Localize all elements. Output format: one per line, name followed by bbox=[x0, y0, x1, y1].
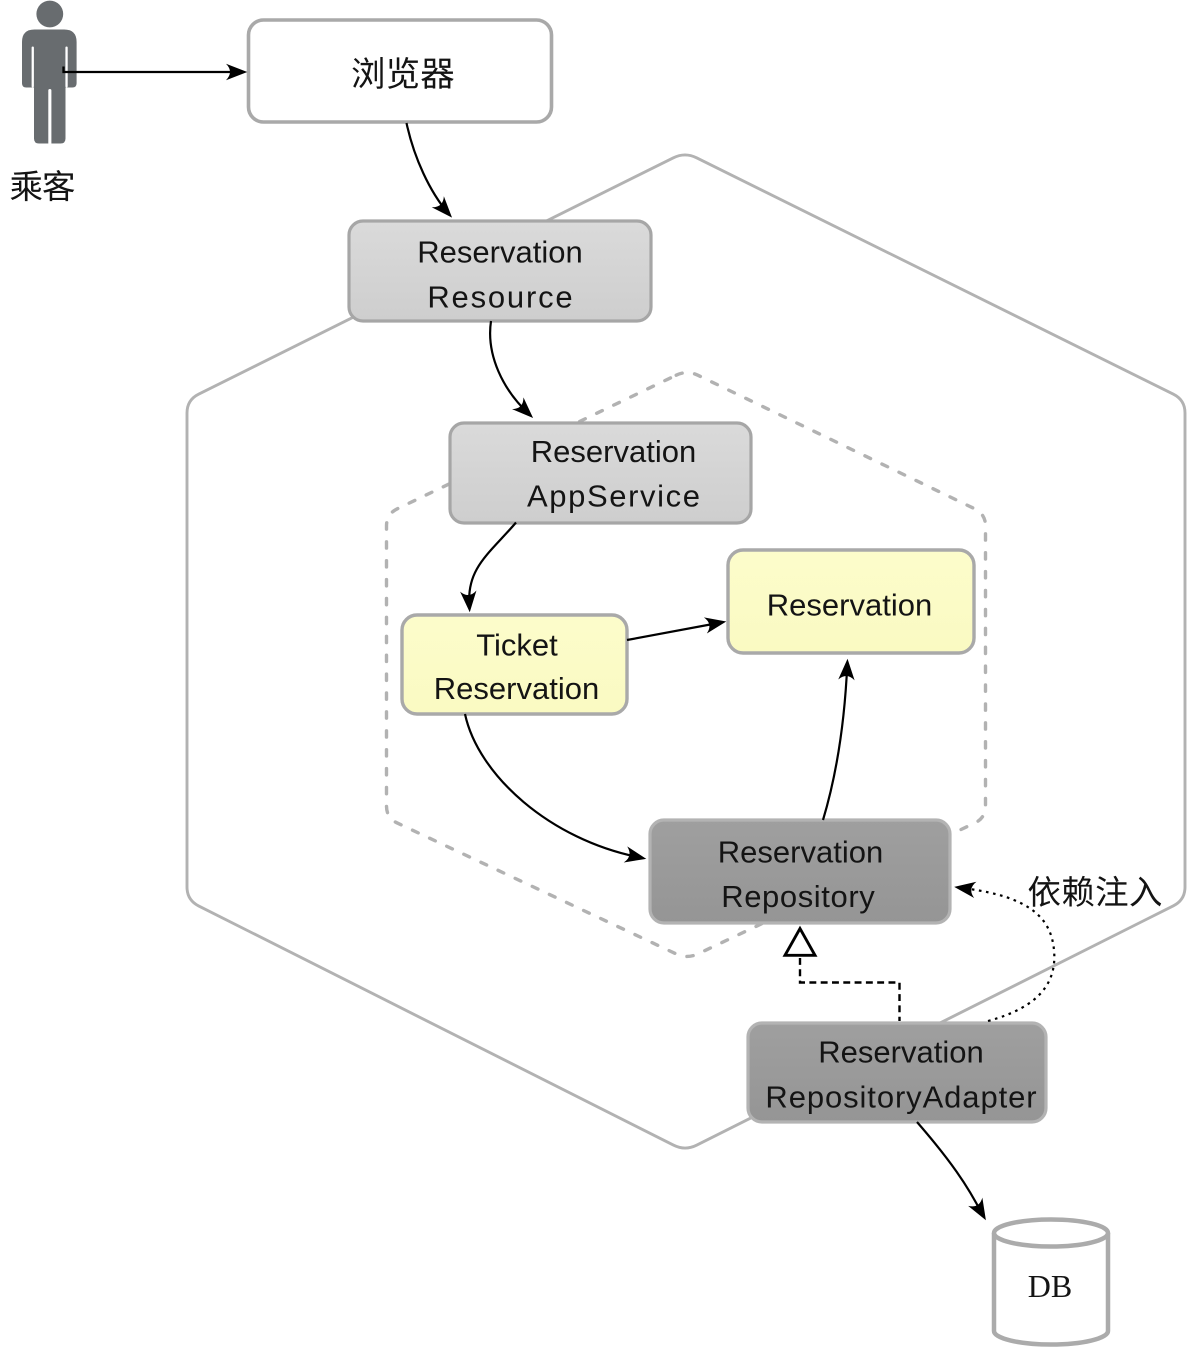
svg-text:Reservation: Reservation bbox=[531, 434, 696, 469]
svg-text:Resource: Resource bbox=[427, 280, 574, 315]
svg-text:Reservation: Reservation bbox=[434, 671, 599, 706]
svg-text:Reservation: Reservation bbox=[417, 235, 582, 270]
svg-text:Reservation: Reservation bbox=[767, 587, 932, 622]
svg-text:Reservation: Reservation bbox=[818, 1035, 983, 1070]
svg-text:DB: DB bbox=[1028, 1268, 1072, 1304]
svg-text:Reservation: Reservation bbox=[718, 834, 883, 869]
svg-text:Ticket: Ticket bbox=[476, 628, 558, 663]
svg-text:Repository: Repository bbox=[721, 879, 875, 914]
svg-text:RepositoryAdapter: RepositoryAdapter bbox=[765, 1080, 1037, 1115]
svg-text:AppService: AppService bbox=[527, 478, 702, 513]
